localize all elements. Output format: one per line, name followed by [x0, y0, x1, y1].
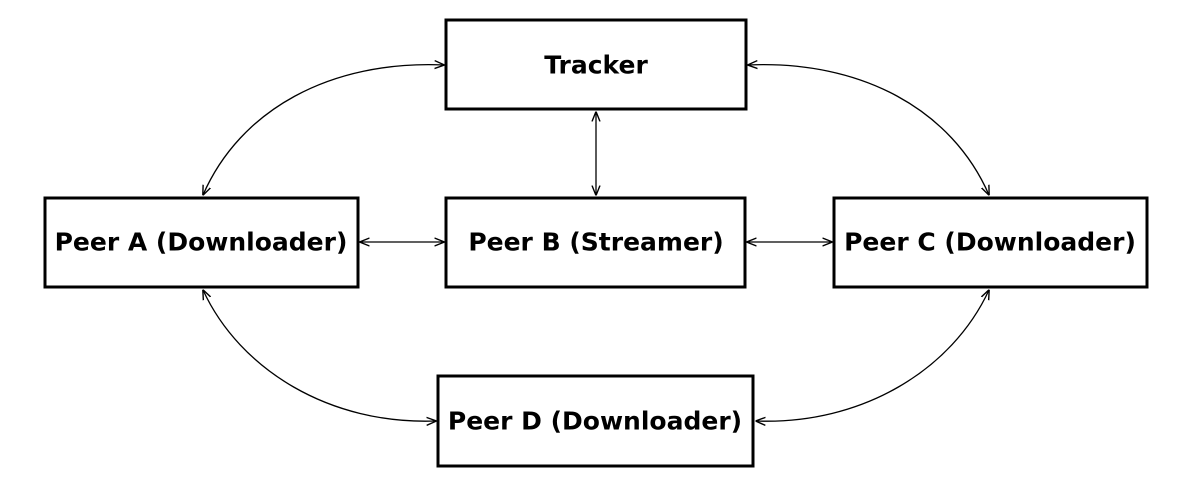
node-peer-a-box: [43, 196, 360, 289]
node-peer-c: Peer C (Downloader): [832, 196, 1149, 289]
node-peer-b: Peer B (Streamer): [444, 196, 747, 289]
node-peer-c-label: Peer C (Downloader): [844, 228, 1136, 257]
node-peer-b-box: [444, 196, 747, 289]
node-peer-a-label: Peer A (Downloader): [55, 228, 348, 257]
edge-peer-a-peer-d: [203, 290, 436, 421]
node-peer-c-box: [832, 196, 1149, 289]
node-peer-d-box: [436, 374, 755, 468]
node-tracker-box: [444, 18, 748, 111]
node-peer-a: Peer A (Downloader): [43, 196, 360, 289]
edge-peer-c-peer-d: [756, 290, 989, 421]
node-peer-b-label: Peer B (Streamer): [468, 228, 723, 257]
edge-tracker-peer-c: [748, 65, 989, 195]
edge-peer-a-tracker: [203, 65, 444, 195]
node-peer-d: Peer D (Downloader): [436, 374, 755, 468]
edges: [203, 65, 989, 422]
node-tracker: Tracker: [444, 18, 748, 111]
node-peer-d-label: Peer D (Downloader): [448, 407, 742, 436]
node-tracker-label: Tracker: [544, 51, 648, 80]
